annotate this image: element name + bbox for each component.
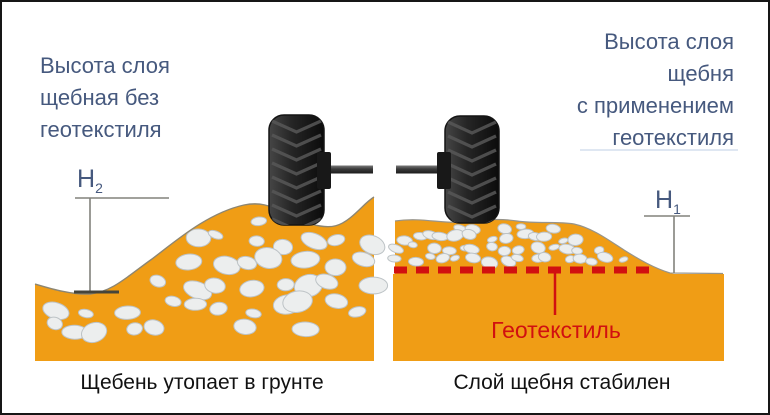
soil-base [393,274,724,361]
stone [499,232,514,244]
heading-with-geotextile: Высота слоя щебня с применением геотекст… [577,26,734,154]
heading-line: с применением [576,93,734,118]
stone [511,245,525,255]
stone [497,245,512,257]
stone [435,253,450,264]
geotextile-label: Геотекстиль [491,317,621,343]
gravel-stones-right [387,223,629,270]
stone [77,308,94,319]
stone [81,321,108,344]
stone [300,231,328,251]
stone [276,278,295,292]
right-hub [437,152,451,189]
stone [114,305,141,320]
h1-dimension-label: H1 [655,186,681,217]
stone [359,234,386,256]
stone [239,279,265,298]
stone [149,274,167,288]
right-soil-and-gravel [387,218,724,361]
left-hub [317,152,331,189]
h1-dimension-lines [644,215,690,273]
stone [324,258,347,277]
gravel-stones-left [42,216,389,344]
stone [185,228,212,248]
stone [245,308,262,319]
stone [212,255,241,276]
stone [291,321,320,338]
stone [175,253,203,271]
heading-line: Высота слоя [604,29,734,54]
heading-line: геотекстиля [40,117,162,142]
heading-line: Высота слоя [40,53,170,78]
stone [567,233,584,247]
stone [510,253,524,263]
heading-line: геотекстиля [612,125,734,150]
right-tire [444,115,500,224]
stone [545,223,561,234]
tire-tread [271,119,322,225]
h2-subscript: 2 [95,180,103,196]
heading-no-geotextile: Высота слоя щебная без геотекстиля [40,50,170,146]
h2-symbol: H [77,165,96,193]
stone [250,216,268,227]
stone [254,247,283,269]
tire-tread [447,120,497,223]
stone [407,241,418,249]
stone [358,276,389,295]
stone [530,241,546,254]
stone [596,251,614,263]
stone [143,319,165,336]
stone [126,322,143,336]
gravel-layer-outline [394,218,724,275]
h2-dimension-label: H2 [77,165,103,196]
heading-line: щебня [667,61,734,86]
stone [537,252,552,263]
stone [585,257,598,266]
stone [387,254,402,263]
stone [536,231,553,242]
stone [486,241,498,252]
geotextile-leader-dot [551,267,559,274]
stone [183,297,208,311]
stone [442,246,457,256]
left-axle [322,165,373,174]
stone [408,256,424,267]
left-gravel-mound [34,196,389,361]
stone [315,273,339,290]
h2-dimension-lines [75,197,169,292]
stone [324,293,349,309]
stone [204,277,226,294]
stone [236,255,258,271]
stone [209,301,228,316]
stone [449,254,460,262]
h1-subscript: 1 [673,201,681,217]
stone [464,252,482,264]
heading-underline [580,149,738,151]
stone [233,318,257,335]
heading-line: щебная без [40,85,160,110]
caption-left: Щебень утопает в грунте [80,371,324,394]
right-axle [396,165,447,174]
stone [388,243,404,254]
stone [248,235,265,247]
gravel-mound-shape [35,197,374,361]
stone [515,223,527,231]
left-tire [268,114,325,226]
stone [618,256,629,263]
stone [351,251,376,268]
caption-right: Слой щебня стабилен [453,371,671,394]
stone [164,295,182,308]
stone [290,250,321,269]
stone [282,290,313,313]
stone [427,242,442,255]
stone [327,233,346,247]
stone [461,228,477,240]
stone [46,316,63,331]
stone [272,238,294,256]
stone [348,306,367,318]
h1-symbol: H [655,186,674,214]
stone [424,252,436,260]
stone [207,229,224,240]
